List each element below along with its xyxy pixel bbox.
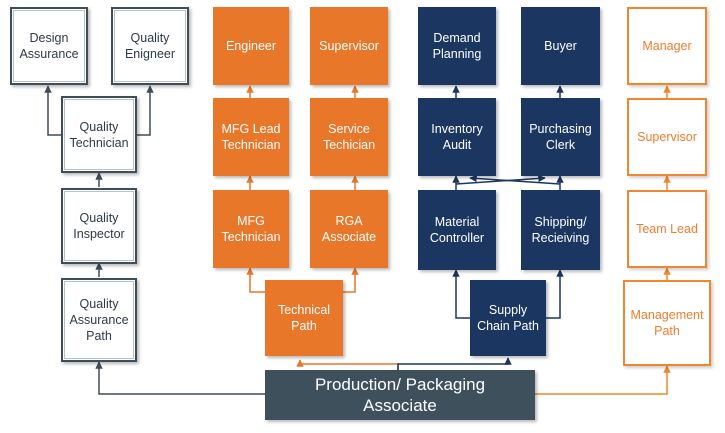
- node-purchasing-clerk: Purchasing Clerk: [521, 98, 600, 176]
- node-quality-technician: Quality Technician: [61, 96, 137, 173]
- node-quality-assurance-path: Quality Assurance Path: [61, 278, 137, 362]
- arrow-supply-path-to-material: [452, 269, 470, 319]
- node-demand-planning: Demand Planning: [418, 7, 496, 85]
- node-material-controller: Material Controller: [418, 190, 496, 270]
- arrow-root-to-technical-path: [296, 359, 399, 370]
- arrow-material-to-purchasing: [455, 174, 546, 185]
- arrow-technical-path-to-mfg-tech: [246, 267, 265, 293]
- node-engineer: Engineer: [213, 7, 289, 85]
- node-team-lead: Team Lead: [627, 190, 707, 268]
- arrow-technician-to-design: [44, 85, 62, 136]
- node-quality-inspector: Quality Inspector: [61, 188, 137, 264]
- node-rga-associate: RGA Associate: [310, 190, 388, 268]
- node-manager: Manager: [627, 7, 707, 85]
- node-management-path: Management Path: [623, 280, 711, 366]
- node-management-supervisor: Supervisor: [627, 98, 707, 176]
- node-technical-path: Technical Path: [265, 280, 343, 356]
- node-inventory-audit: Inventory Audit: [418, 98, 496, 176]
- node-supply-chain-path: Supply Chain Path: [470, 280, 546, 356]
- arrow-root-to-supply-path: [397, 357, 512, 370]
- node-service-technician: Service Techician: [310, 98, 388, 176]
- arrow-shipping-to-inventory: [469, 174, 561, 185]
- node-mfg-technician: MFG Technician: [213, 190, 289, 268]
- arrow-technician-to-engineer: [136, 85, 154, 136]
- arrow-technical-path-to-rga: [343, 267, 359, 293]
- node-mfg-lead-technician: MFG Lead Technician: [213, 98, 289, 176]
- arrow-root-to-management-path: [535, 365, 671, 395]
- node-technical-supervisor: Supervisor: [310, 7, 388, 85]
- node-shipping-receiving: Shipping/ Recieiving: [521, 190, 600, 270]
- node-buyer: Buyer: [521, 7, 600, 85]
- node-production-packaging-associate: Production/ Packaging Associate: [265, 370, 535, 420]
- arrow-supply-path-to-shipping: [546, 269, 564, 319]
- arrow-root-to-quality-path: [95, 361, 265, 395]
- node-design-assurance: Design Assurance: [10, 7, 88, 85]
- node-quality-engineer: Quality Enigneer: [111, 7, 189, 85]
